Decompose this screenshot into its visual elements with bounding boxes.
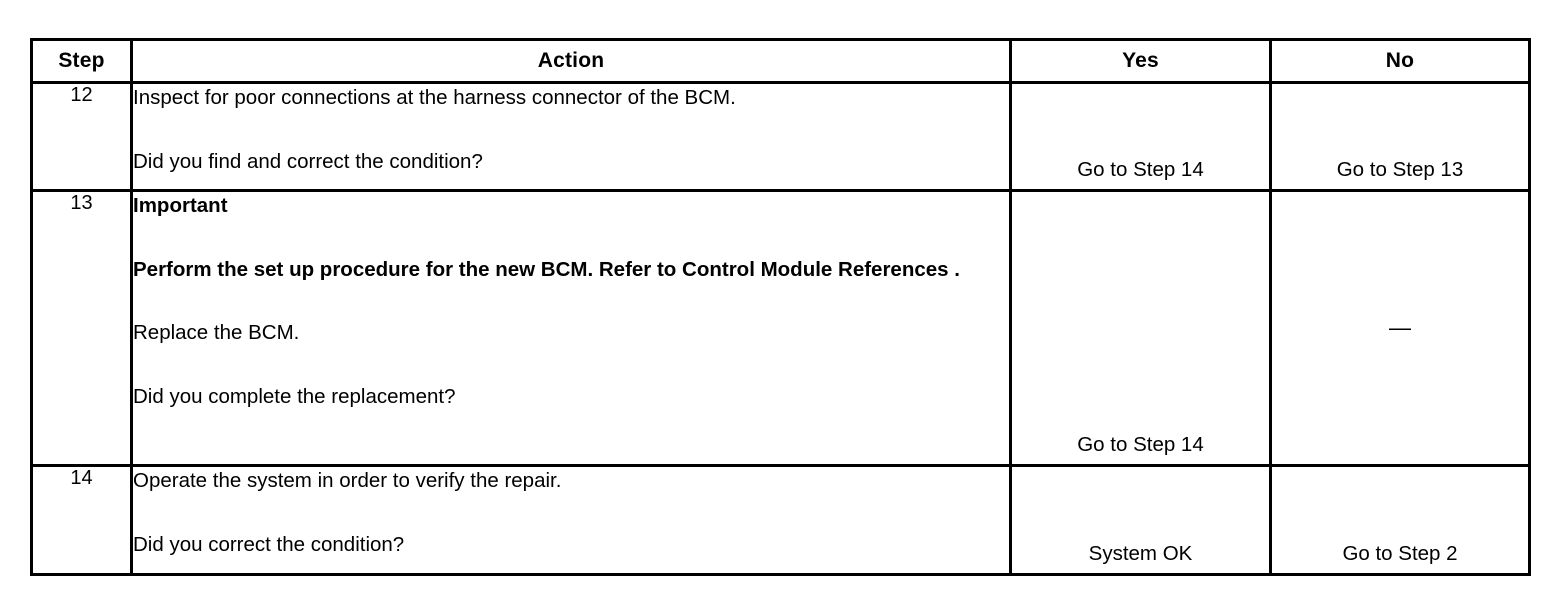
no-answer-cell: Go to Step 2 [1269, 464, 1531, 576]
yes-answer-cell: System OK [1009, 464, 1272, 576]
action-cell: Operate the system in order to verify th… [130, 464, 1012, 576]
action-question: Did you complete the replacement? [133, 385, 456, 409]
no-answer-cell: Go to Step 13 [1269, 81, 1531, 192]
no-answer-text: Go to Step 13 [1336, 158, 1464, 181]
column-header-step: Step [30, 38, 133, 84]
important-label: Important [133, 194, 228, 217]
yes-answer-text: Go to Step 14 [1077, 158, 1204, 181]
step-number: 14 [30, 464, 133, 576]
action-line: Operate the system in order to verify th… [133, 469, 562, 492]
column-header-no: No [1269, 38, 1531, 84]
action-line: Replace the BCM. [133, 321, 300, 345]
table-header-row: Step Action Yes No [30, 38, 1531, 84]
no-answer-text: Go to Step 2 [1342, 542, 1458, 565]
yes-answer-text: Go to Step 14 [1077, 433, 1204, 456]
yes-answer-text: System OK [1088, 542, 1193, 565]
yes-answer-cell: Go to Step 14 [1009, 81, 1272, 192]
column-header-yes: Yes [1009, 38, 1272, 84]
action-line: Inspect for poor connections at the harn… [133, 86, 736, 109]
no-answer-dash: — [1389, 315, 1411, 340]
table-row: 13 Important Perform the set up procedur… [30, 189, 1531, 467]
diagnostic-repair-verification-table: Step Action Yes No 12 Inspect for poor c… [30, 38, 1531, 576]
step-number: 12 [30, 81, 133, 192]
table-header: Step Action Yes No [30, 38, 1531, 84]
no-answer-cell: — [1269, 189, 1531, 467]
action-question: Did you find and correct the condition? [133, 149, 483, 173]
diagnostic-table-container: Step Action Yes No 12 Inspect for poor c… [30, 38, 1531, 576]
table-row: 12 Inspect for poor connections at the h… [30, 81, 1531, 192]
step-number: 13 [30, 189, 133, 467]
column-header-action: Action [130, 38, 1012, 84]
important-instruction: Perform the set up procedure for the new… [133, 257, 960, 281]
action-question: Did you correct the condition? [133, 532, 405, 556]
table-body: 12 Inspect for poor connections at the h… [30, 81, 1531, 576]
action-cell: Inspect for poor connections at the harn… [130, 81, 1012, 192]
action-cell: Important Perform the set up procedure f… [130, 189, 1012, 467]
table-row: 14 Operate the system in order to verify… [30, 464, 1531, 576]
yes-answer-cell: Go to Step 14 [1009, 189, 1272, 467]
